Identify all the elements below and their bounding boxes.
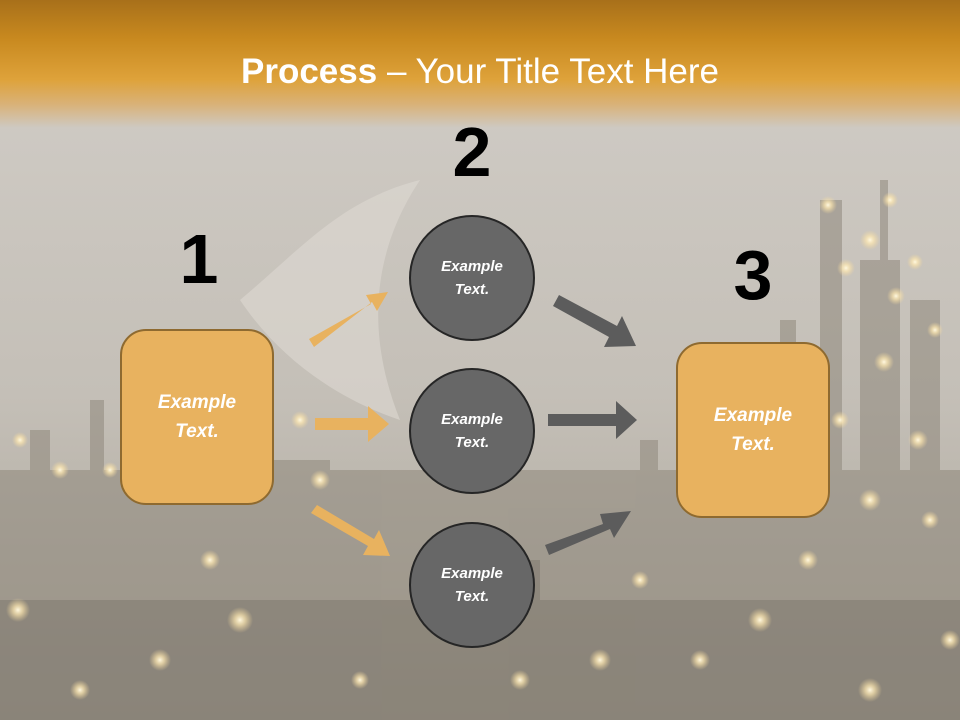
slide-title: Process – Your Title Text Here (0, 52, 960, 92)
step-number-1: 1 (179, 220, 219, 298)
title-rest: – Your Title Text Here (377, 52, 719, 91)
circle-middle: Example Text. (409, 368, 535, 494)
step-number-3: 3 (733, 236, 773, 314)
left-box: Example Text. (120, 329, 274, 505)
circle-bottom-text: Example Text. (441, 565, 503, 605)
left-box-text: Example Text. (157, 392, 237, 442)
circle-bottom: Example Text. (409, 522, 535, 648)
title-bold: Process (241, 52, 378, 91)
circle-top: Example Text. (409, 215, 535, 341)
circle-top-text: Example Text. (441, 258, 503, 298)
right-box-text: Example Text. (713, 405, 793, 455)
step-number-2: 2 (452, 113, 492, 191)
header-band (0, 0, 960, 128)
right-box: Example Text. (676, 342, 830, 518)
circle-middle-text: Example Text. (441, 411, 503, 451)
